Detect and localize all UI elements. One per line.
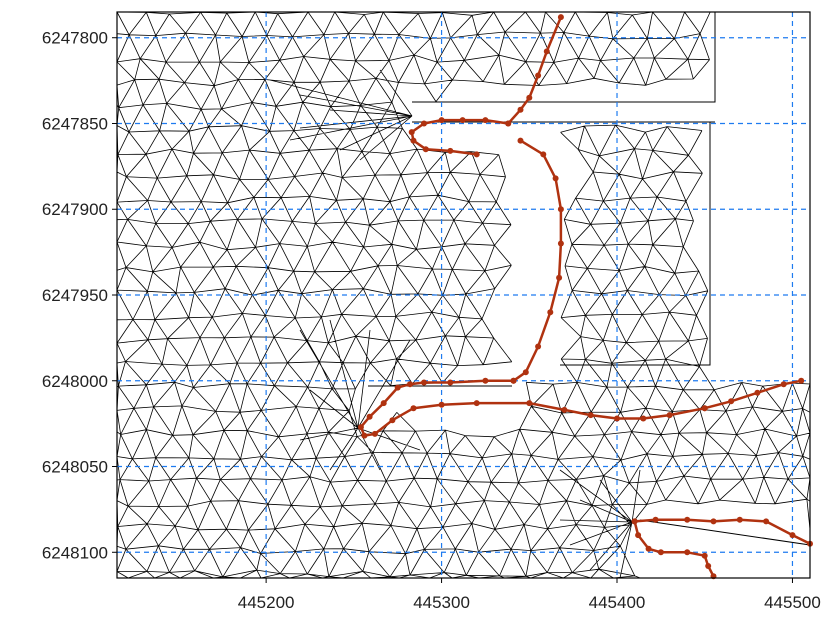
coordinate-grid bbox=[117, 12, 810, 578]
boundary-point bbox=[763, 518, 770, 525]
boundary-point bbox=[517, 106, 524, 113]
boundary-point bbox=[380, 400, 387, 407]
boundary-point bbox=[517, 137, 524, 144]
y-tick-label: 6248100 bbox=[42, 543, 108, 562]
y-tick-label: 6247850 bbox=[42, 114, 108, 133]
y-tick-label: 6247800 bbox=[42, 29, 108, 48]
boundary-point bbox=[728, 398, 735, 405]
boundary-line-4 bbox=[704, 379, 802, 410]
boundary-point bbox=[473, 400, 480, 407]
mesh-boundary bbox=[368, 12, 811, 546]
boundary-point bbox=[421, 379, 427, 386]
boundary-point bbox=[557, 240, 564, 247]
boundary-point bbox=[780, 381, 787, 388]
boundary-point bbox=[535, 343, 542, 350]
y-tick-label: 6247950 bbox=[42, 286, 108, 305]
boundary-point bbox=[526, 94, 533, 101]
y-tick-label: 6248050 bbox=[42, 458, 108, 477]
boundary-line-5 bbox=[634, 518, 811, 545]
boundary-points bbox=[357, 14, 813, 580]
boundary-point bbox=[361, 432, 368, 439]
boundary-point bbox=[640, 415, 647, 422]
boundary-point bbox=[631, 518, 638, 525]
boundary-point bbox=[798, 377, 805, 384]
boundary-point bbox=[366, 413, 373, 420]
boundary-point bbox=[666, 412, 673, 419]
boundary-point bbox=[522, 369, 529, 376]
boundary-point bbox=[482, 117, 489, 124]
boundary-point bbox=[684, 516, 691, 523]
boundary-line-3 bbox=[359, 379, 705, 437]
boundary-point bbox=[510, 377, 517, 384]
boundary-point bbox=[557, 14, 564, 21]
triangular-mesh bbox=[116, 11, 811, 579]
boundary-point bbox=[540, 151, 547, 158]
boundary-point bbox=[408, 129, 415, 136]
boundary-point bbox=[407, 381, 413, 388]
boundary-point bbox=[447, 379, 454, 386]
boundary-point bbox=[389, 417, 396, 424]
boundary-point bbox=[736, 516, 743, 523]
boundary-point bbox=[543, 48, 550, 55]
boundary-point bbox=[482, 377, 489, 384]
boundary-point bbox=[705, 563, 712, 569]
boundary-line-0 bbox=[507, 16, 563, 125]
boundary-point bbox=[410, 137, 417, 144]
boundary-point bbox=[701, 552, 708, 559]
x-axis-ticks: 445200 445300 445400 445500 bbox=[238, 578, 821, 612]
boundary-point bbox=[587, 412, 594, 419]
x-tick-label: 445200 bbox=[238, 593, 295, 612]
boundary-point bbox=[754, 389, 761, 396]
boundary-point bbox=[459, 117, 466, 124]
boundary-point bbox=[505, 120, 512, 127]
boundary-point bbox=[561, 406, 568, 413]
boundary-line-1 bbox=[410, 118, 509, 156]
y-axis-ticks: 6248100 6248050 6248000 6247950 6247900 62478… bbox=[42, 29, 117, 562]
boundary-point bbox=[438, 117, 445, 124]
boundary-point bbox=[473, 151, 480, 158]
boundary-point bbox=[614, 415, 620, 422]
boundary-point bbox=[421, 120, 427, 127]
boundary-point bbox=[701, 405, 708, 412]
boundary-point bbox=[410, 405, 417, 412]
boundary-point bbox=[526, 400, 533, 407]
boundary-line-2 bbox=[512, 139, 563, 382]
boundary-point bbox=[535, 72, 542, 79]
boundary-point bbox=[547, 309, 554, 316]
boundary-point bbox=[635, 532, 642, 539]
boundary-point bbox=[371, 430, 378, 437]
y-tick-label: 6248000 bbox=[42, 372, 108, 391]
boundary-point bbox=[789, 532, 796, 539]
boundary-point bbox=[447, 147, 454, 154]
boundary-point bbox=[556, 274, 563, 281]
boundary-point bbox=[652, 516, 659, 523]
boundary-point bbox=[357, 424, 364, 431]
x-tick-label: 445500 bbox=[764, 593, 821, 612]
boundary-point bbox=[684, 549, 691, 556]
boundary-point bbox=[645, 545, 652, 552]
boundary-point bbox=[657, 549, 664, 556]
boundary-point bbox=[422, 146, 429, 153]
boundary-point bbox=[552, 175, 559, 182]
boundary-point bbox=[710, 518, 717, 525]
boundary-point bbox=[394, 384, 401, 391]
boundary-point bbox=[438, 401, 445, 408]
x-tick-label: 445300 bbox=[413, 593, 470, 612]
y-tick-label: 6247900 bbox=[42, 200, 108, 219]
x-tick-label: 445400 bbox=[589, 593, 646, 612]
boundary-point bbox=[557, 206, 564, 213]
